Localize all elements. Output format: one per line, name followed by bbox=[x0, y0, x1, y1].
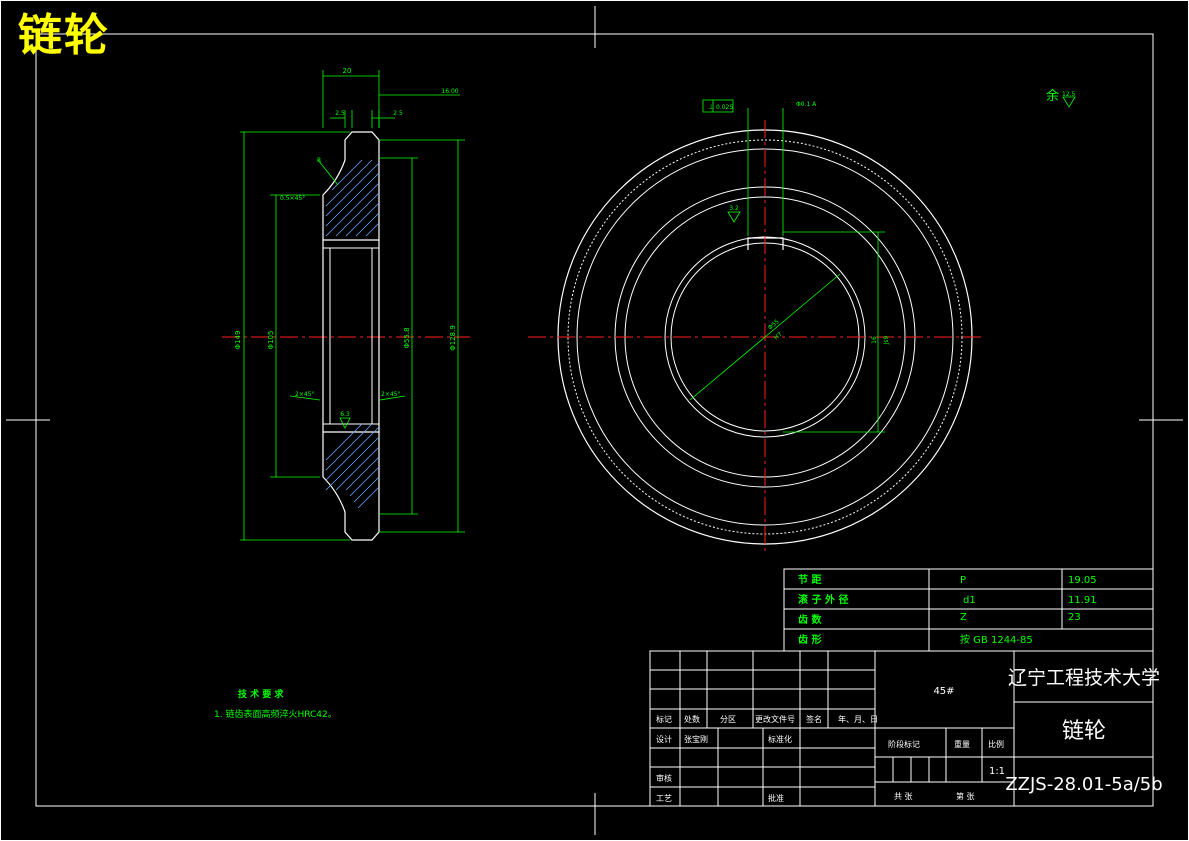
tech-req-title: 技 术 要 求 bbox=[238, 688, 284, 700]
section-lower-body bbox=[322, 431, 380, 541]
stage-label: 阶段标记 bbox=[888, 739, 920, 749]
design-label: 设计 bbox=[656, 734, 672, 744]
title-block: 标记 处数 分区 更改文件号 签名 年、月、日 设计 张宝刚 标准化 审核 工艺… bbox=[649, 650, 1163, 807]
param-name-1: 滚 子 外 径 bbox=[798, 593, 848, 606]
rev-header-2: 分区 bbox=[720, 715, 736, 724]
section-view: 20 16.00 2.5 2.5 0.5×45° R 2×45° 2×45° 6… bbox=[222, 67, 470, 541]
param-name-0: 节 距 bbox=[798, 573, 821, 586]
dim-root-dia: Φ128.9 bbox=[449, 325, 457, 351]
dim-right-tiny: 2.5 bbox=[393, 110, 403, 117]
inner-frame bbox=[35, 33, 1154, 807]
tol-frame-symbol: ⊥ bbox=[708, 103, 714, 111]
university: 辽宁工程技术大学 bbox=[1008, 667, 1160, 689]
param-table: 节 距 P 19.05 滚 子 外 径 d1 11.91 齿 数 Z 23 齿 … bbox=[783, 568, 1154, 652]
ratio-label: 比例 bbox=[988, 739, 1004, 749]
tech-req-item: 1. 链齿表面高频淬火HRC42。 bbox=[214, 708, 337, 720]
rev-header-4: 签名 bbox=[806, 714, 822, 724]
param-name-2: 齿 数 bbox=[798, 613, 822, 626]
param-symbol-2: Z bbox=[960, 612, 967, 623]
process-label: 工艺 bbox=[656, 794, 672, 803]
roughness-value: 12.5 bbox=[1062, 91, 1076, 98]
front-roughness: 3.2 bbox=[729, 205, 739, 212]
dim-top-width: 20 bbox=[343, 67, 352, 75]
scale: 1:1 bbox=[989, 766, 1005, 777]
runout-label: Φ0.1 A bbox=[796, 101, 817, 108]
param-symbol-3: 按 GB 1244-85 bbox=[960, 633, 1033, 646]
param-value-0: 19.05 bbox=[1068, 575, 1097, 586]
material: 45# bbox=[933, 686, 954, 697]
part-name: 链轮 bbox=[1062, 719, 1106, 744]
edge-mark: R bbox=[317, 157, 321, 164]
dim-outer-dia: Φ149 bbox=[234, 331, 242, 350]
key-dim-tol: Js9 bbox=[883, 335, 890, 345]
rev-header-3: 更改文件号 bbox=[755, 714, 795, 724]
dim-right-small: 16.00 bbox=[441, 88, 458, 95]
param-symbol-0: P bbox=[960, 575, 966, 586]
review-label: 审核 bbox=[656, 773, 672, 783]
section-hatching bbox=[325, 159, 380, 509]
param-value-1: 11.91 bbox=[1068, 595, 1097, 606]
key-dim: 16 bbox=[871, 336, 878, 344]
roughness-symbol-icon bbox=[1062, 96, 1076, 108]
sheet-label: 第 张 bbox=[956, 791, 975, 801]
bore-tol: H7 bbox=[773, 331, 784, 342]
rev-header-5: 年、月、日 bbox=[838, 714, 878, 724]
dim-chamfer-left: 2×45° bbox=[295, 391, 314, 398]
drawing-title: 链轮 bbox=[18, 10, 110, 61]
section-roughness: 6.3 bbox=[340, 411, 350, 418]
roughness-note: 余 bbox=[1046, 88, 1059, 104]
dim-chamfer: 0.5×45° bbox=[280, 195, 305, 202]
dim-chamfer-right: 2×45° bbox=[381, 391, 400, 398]
designer: 张宝刚 bbox=[684, 734, 708, 744]
param-name-3: 齿 形 bbox=[798, 633, 821, 646]
rev-header-1: 处数 bbox=[684, 714, 700, 724]
dim-left-small: 2.5 bbox=[335, 110, 345, 117]
total-label: 共 张 bbox=[894, 792, 913, 801]
section-upper-body bbox=[322, 131, 380, 241]
dim-bore: Φ55.8 bbox=[403, 327, 411, 348]
rev-header-0: 标记 bbox=[656, 714, 672, 724]
approve-label: 批准 bbox=[768, 793, 784, 803]
param-symbol-1: d1 bbox=[963, 595, 976, 606]
standard-label: 标准化 bbox=[768, 734, 792, 744]
dim-hub-dia: Φ105 bbox=[267, 331, 275, 350]
tol-frame-value: 0.025 bbox=[716, 104, 733, 111]
drawing-no: ZZJS-28.01-5a/5b bbox=[1005, 774, 1162, 795]
param-value-2: 23 bbox=[1068, 612, 1081, 623]
front-view: ⊥ 0.025 Φ0.1 A 3.2 Φ55 H7 16 Js9 bbox=[528, 99, 985, 552]
weight-label: 重量 bbox=[954, 739, 970, 749]
